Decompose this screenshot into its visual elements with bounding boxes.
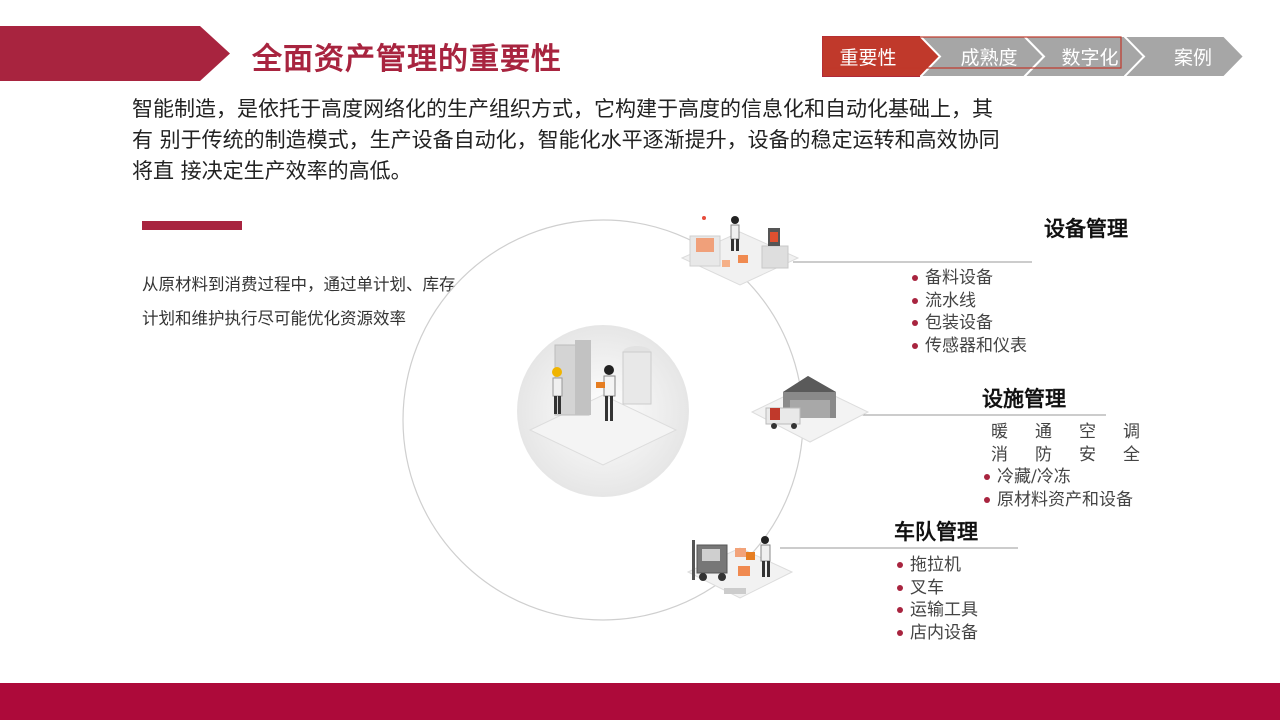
active-range-outline [822, 36, 1122, 69]
side-line-1: 从原材料到消费过程中，通过单计划、库存 [142, 275, 456, 294]
nav-step-digitalization[interactable]: 数字化 [1024, 36, 1148, 77]
side-line-2: 计划和维护执行尽可能优化资源效率 [142, 309, 406, 328]
list-item: 拖拉机 [897, 554, 978, 577]
list-item: 消防安全 [984, 444, 1148, 467]
nav-step-cases[interactable]: 案例 [1124, 36, 1246, 77]
list-item: 原材料资产和设备 [984, 489, 1148, 512]
list-item: 包装设备 [912, 312, 1027, 335]
list-item: 冷藏/冷冻 [984, 466, 1148, 489]
forklift-worker-illustration-icon [686, 536, 794, 599]
step-navigation: 重要性 成熟度 数字化 案例 [822, 36, 1246, 77]
section-title-fleet: 车队管理 [894, 519, 978, 544]
header-chevron-band [0, 26, 230, 81]
fleet-list: 拖拉机 叉车 运输工具 店内设备 [897, 554, 978, 644]
production-line-illustration-icon [680, 216, 800, 286]
intro-line-1: 智能制造，是依托于高度网络化的生产组织方式，它构建于高度的信息化和自动化基础上，… [132, 97, 993, 121]
section-title-equipment: 设备管理 [1044, 216, 1128, 241]
intro-paragraph: 智能制造，是依托于高度网络化的生产组织方式，它构建于高度的信息化和自动化基础上，… [132, 94, 1152, 187]
list-item: 叉车 [897, 577, 978, 600]
page-title: 全面资产管理的重要性 [252, 42, 562, 77]
section-title-facility: 设施管理 [982, 386, 1066, 411]
warehouse-truck-illustration-icon [750, 376, 870, 443]
factory-workers-illustration-icon [517, 325, 689, 497]
list-item: 流水线 [912, 290, 1027, 313]
list-item: 传感器和仪表 [912, 335, 1027, 358]
footer-band [0, 683, 1280, 720]
list-item: 运输工具 [897, 599, 978, 622]
list-item: 店内设备 [897, 622, 978, 645]
equipment-list: 备料设备 流水线 包装设备 传感器和仪表 [912, 267, 1027, 357]
nav-step-maturity[interactable]: 成熟度 [920, 36, 1046, 77]
intro-line-2: 有 别于传统的制造模式，生产设备自动化，智能化水平逐渐提升，设备的稳定运转和高效… [132, 128, 1000, 152]
accent-bar [142, 221, 242, 230]
intro-line-3: 将直 接决定生产效率的高低。 [132, 159, 412, 183]
list-item: 备料设备 [912, 267, 1027, 290]
list-item: 暖通空调 [984, 421, 1148, 444]
facility-list: 暖通空调 消防安全 冷藏/冷冻 原材料资产和设备 [984, 421, 1148, 511]
side-description: 从原材料到消费过程中，通过单计划、库存 计划和维护执行尽可能优化资源效率 [142, 268, 512, 336]
